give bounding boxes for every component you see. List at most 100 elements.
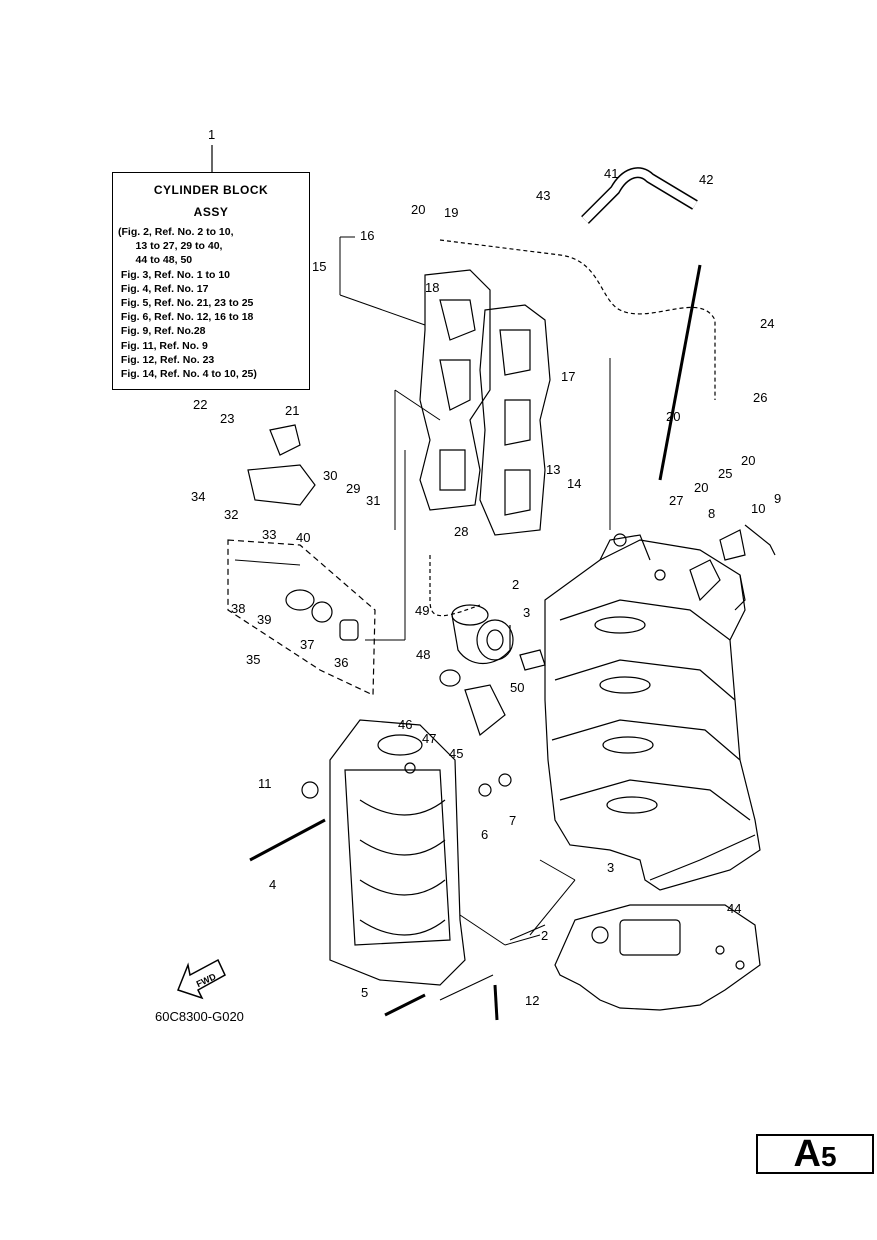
callout-label: 41 — [604, 166, 619, 181]
page-badge-letter: A — [793, 1133, 821, 1175]
callout-label: 21 — [285, 403, 300, 418]
callout-label: 10 — [751, 501, 766, 516]
oil-filter — [451, 604, 514, 664]
ref-line: Fig. 6, Ref. No. 12, 16 to 18 — [118, 311, 254, 324]
fwd-arrow-icon — [177, 958, 226, 1000]
title-heading-1: CYLINDER BLOCK — [153, 183, 269, 197]
callout-label: 20 — [741, 453, 756, 468]
callout-label: 14 — [567, 476, 582, 491]
callout-label: 28 — [454, 524, 469, 539]
seal-37 — [311, 601, 333, 623]
cover-32 — [247, 464, 316, 506]
callout-label: 44 — [727, 901, 742, 916]
callout-label: 47 — [422, 731, 437, 746]
bolt-4 — [249, 818, 326, 862]
ref-line: Fig. 5, Ref. No. 21, 23 to 25 — [118, 297, 254, 310]
ref-line: (Fig. 2, Ref. No. 2 to 10, — [118, 226, 234, 238]
callout-label: 48 — [416, 647, 431, 662]
callout-label: 31 — [366, 493, 381, 508]
callout-label: 46 — [398, 717, 413, 732]
page-badge-number: 5 — [820, 1141, 837, 1172]
cover-10 — [744, 524, 776, 556]
callout-label: 11 — [258, 776, 272, 791]
group-35-outline — [227, 539, 376, 696]
ref-line: 13 to 27, 29 to 40, — [118, 240, 223, 253]
stud-12 — [493, 984, 499, 1021]
callout-label: 29 — [346, 481, 361, 496]
anode-8 — [719, 529, 746, 561]
callout-label: 7 — [509, 813, 517, 828]
callout-label: 17 — [561, 369, 576, 384]
callout-label: 2 — [541, 928, 549, 943]
callout-label: 22 — [193, 397, 208, 412]
callout-label: 2 — [512, 577, 520, 592]
callout-label: 20 — [666, 409, 681, 424]
callout-label: 1 — [208, 127, 216, 142]
callout-label: 5 — [361, 985, 369, 1000]
exhaust-cover — [329, 719, 466, 986]
callout-label: 15 — [312, 259, 327, 274]
title-box: CYLINDER BLOCK ASSY (Fig. 2, Ref. No. 2 … — [112, 172, 310, 390]
seal-48 — [439, 669, 461, 687]
callout-label: 30 — [323, 468, 338, 483]
callout-label: 40 — [296, 530, 311, 545]
ref-line: Fig. 4, Ref. No. 17 — [118, 282, 209, 295]
callout-label: 37 — [300, 637, 315, 652]
callout-label: 23 — [220, 411, 235, 426]
callout-label: 43 — [536, 188, 551, 203]
ref-line: 44 to 48, 50 — [118, 254, 193, 267]
ref-line: Fig. 9, Ref. No.28 — [118, 325, 206, 338]
ref-line: Fig. 11, Ref. No. 9 — [118, 339, 208, 352]
hose-28 — [429, 555, 481, 617]
callout-label: 19 — [444, 205, 459, 220]
bolt-5 — [384, 993, 426, 1017]
callout-label: 24 — [760, 316, 775, 331]
ref-line: Fig. 3, Ref. No. 1 to 10 — [118, 268, 231, 281]
callout-label: 36 — [334, 655, 349, 670]
callout-label: 32 — [224, 507, 239, 522]
hose-41-inner — [582, 168, 698, 223]
callout-label: 20 — [411, 202, 426, 217]
callout-label: 3 — [523, 605, 531, 620]
callout-label: 26 — [753, 390, 768, 405]
gasket-44 — [554, 904, 761, 1011]
joint-21 — [269, 424, 301, 456]
callout-label: 16 — [360, 228, 375, 243]
callout-label: 20 — [694, 480, 709, 495]
page-badge: A5 — [756, 1134, 874, 1174]
callout-label: 27 — [669, 493, 684, 508]
cover-38 — [285, 589, 315, 611]
exhaust-gasket — [479, 304, 551, 536]
callout-label: 39 — [257, 612, 272, 627]
callout-label: 35 — [246, 652, 261, 667]
thermostat-36 — [339, 619, 359, 641]
cylinder-block — [544, 533, 761, 891]
title-heading-2: ASSY — [193, 205, 229, 219]
callout-label: 13 — [546, 462, 561, 477]
callout-label: 18 — [425, 280, 440, 295]
callout-label: 49 — [415, 603, 430, 618]
callout-label: 38 — [231, 601, 246, 616]
callout-label: 50 — [510, 680, 525, 695]
sender-50 — [519, 649, 546, 671]
callout-label: 3 — [607, 860, 615, 875]
callout-label: 4 — [269, 877, 277, 892]
ref-line: Fig. 12, Ref. No. 23 — [118, 353, 215, 366]
bracket-45 — [464, 684, 506, 737]
callout-label: 6 — [481, 827, 489, 842]
exhaust-inner-cover — [419, 269, 491, 511]
callout-label: 34 — [191, 489, 206, 504]
callout-label: 45 — [449, 746, 464, 761]
washer-7 — [498, 773, 512, 787]
callout-label: 33 — [262, 527, 277, 542]
plug-11 — [301, 781, 319, 799]
callout-label: 25 — [718, 466, 733, 481]
pipe-27 — [658, 264, 702, 481]
callout-label: 8 — [708, 506, 716, 521]
hose-19 — [439, 239, 716, 400]
fwd-label: FWD — [195, 971, 218, 989]
figure-id: 60C8300-G020 — [155, 1009, 244, 1024]
ref-line: Fig. 14, Ref. No. 4 to 10, 25) — [118, 368, 257, 381]
callout-label: 12 — [525, 993, 540, 1008]
